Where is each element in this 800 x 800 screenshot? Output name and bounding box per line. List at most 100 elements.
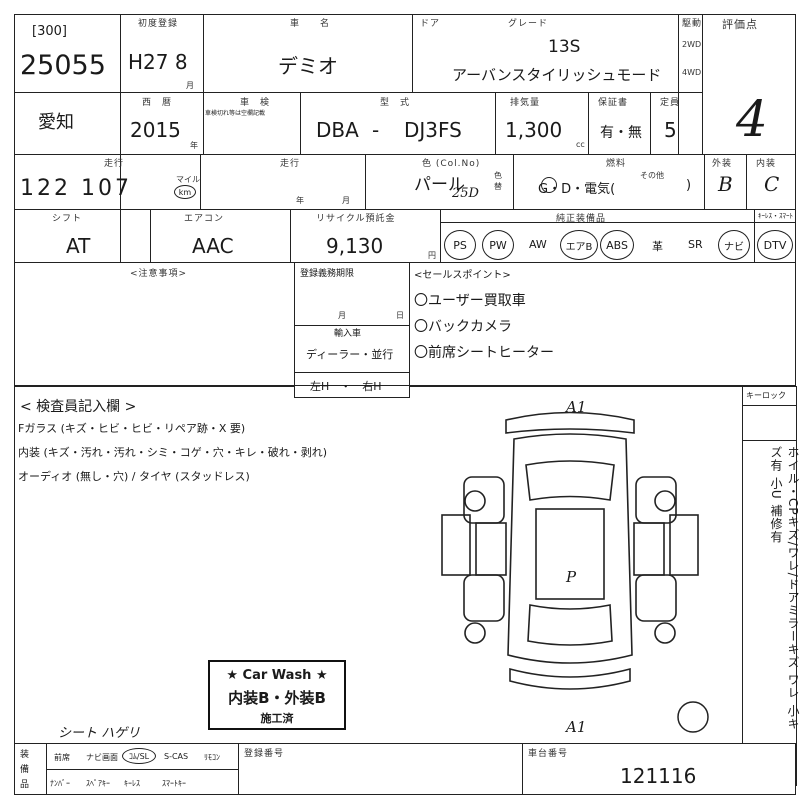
year-label: 年 bbox=[296, 196, 304, 205]
color-change-label: 色替 bbox=[494, 171, 502, 191]
fuel-other-label: その他 bbox=[640, 171, 664, 180]
month-label: 月 bbox=[342, 196, 350, 205]
footer-frame bbox=[14, 743, 796, 795]
ac-label: エアコン bbox=[184, 214, 225, 224]
inspector-line2: 内装 (キズ・汚れ・汚れ・シミ・コゲ・穴・キレ・破れ・剥れ) bbox=[18, 446, 328, 459]
footer-item: ｷｰﾚｽ bbox=[124, 779, 140, 788]
registration-label: 登録義務期限 bbox=[300, 269, 355, 279]
warranty: 有・無 bbox=[600, 125, 642, 141]
footer-item: ﾘﾓｺﾝ bbox=[204, 753, 220, 762]
score: 4 bbox=[736, 90, 768, 148]
shift-label: シフト bbox=[52, 214, 83, 224]
fuel-options: G・D・電気( bbox=[538, 182, 616, 197]
sales-point: 〇前席シートヒーター bbox=[414, 345, 554, 361]
inspection-note: 車検切れ等は空欄記載 bbox=[205, 110, 266, 117]
score-label: 評価点 bbox=[722, 18, 758, 31]
equip-dtv: DTV bbox=[757, 230, 793, 260]
cc-unit: cc bbox=[576, 140, 585, 149]
keyless-label: ｷｰﾚｽ・ｽﾏｰﾄ bbox=[758, 212, 793, 220]
recycle-label: リサイクル預託金 bbox=[316, 214, 396, 224]
displacement: 1,300 bbox=[505, 118, 563, 142]
yen-unit: 円 bbox=[428, 251, 436, 260]
grade-label: グレード bbox=[508, 19, 549, 29]
exterior-label: 外装 bbox=[712, 159, 733, 169]
month-unit: 月 bbox=[186, 81, 194, 90]
inspector-line3: オーディオ (無し・穴) / タイヤ (スタッドレス) bbox=[18, 470, 250, 483]
reg-day: 日 bbox=[396, 311, 404, 320]
car-diagram bbox=[441, 411, 699, 690]
model-year-label: 西 暦 bbox=[142, 98, 173, 108]
spare-tire-icon bbox=[677, 701, 709, 733]
caution-label: <注意事項> bbox=[130, 269, 188, 279]
equip-leather: 革 bbox=[652, 240, 663, 253]
mileage: 122 107 bbox=[20, 176, 132, 201]
car-name: デミオ bbox=[278, 54, 338, 78]
mileage-label: 走行 bbox=[104, 159, 125, 169]
equip-side-label: 装備品 bbox=[20, 750, 30, 790]
reg-month: 月 bbox=[338, 311, 346, 320]
model-prefix: DBA bbox=[316, 118, 359, 142]
interior-label: 内装 bbox=[756, 159, 777, 169]
handle-value: 左H ・ 右H bbox=[310, 380, 382, 393]
footer-item: ｽﾍﾟｱｷｰ bbox=[86, 779, 110, 788]
capacity-label: 定員 bbox=[660, 98, 681, 108]
displacement-label: 排気量 bbox=[510, 98, 541, 108]
color-no: 25D bbox=[452, 186, 479, 201]
model-label: 型 式 bbox=[380, 98, 411, 108]
equipment-label: 純正装備品 bbox=[556, 214, 607, 224]
import-label: 輸入車 bbox=[334, 329, 362, 339]
ac: AAC bbox=[192, 234, 234, 258]
car-wash-done: 施工済 bbox=[260, 712, 294, 725]
import-box bbox=[294, 262, 410, 398]
equip-aw: AW bbox=[529, 238, 547, 251]
chassis-number: 121116 bbox=[620, 764, 697, 788]
equip-abs: ABS bbox=[600, 230, 634, 260]
chassis-label: 車台番号 bbox=[528, 749, 569, 759]
first-reg-value: H27 8 bbox=[128, 50, 188, 74]
car-wash-stamp: ★ Car Wash ★ 内装B・外装B 施工済 bbox=[208, 660, 346, 730]
sales-point: 〇ユーザー買取車 bbox=[414, 293, 526, 309]
door-label: ドア bbox=[420, 19, 441, 29]
car-wash-title: ★ Car Wash ★ bbox=[226, 668, 328, 683]
model-dash: - bbox=[372, 118, 380, 142]
unit-km: km bbox=[174, 185, 196, 199]
interior-grade: C bbox=[764, 172, 780, 196]
capacity: 5 bbox=[664, 118, 677, 142]
footer-item: ﾅﾝﾊﾞｰ bbox=[50, 779, 70, 788]
inspector-title: < 検査員記入欄 > bbox=[20, 399, 137, 415]
color: パール bbox=[414, 175, 465, 195]
reg-number-label: 登録番号 bbox=[244, 749, 285, 759]
model-year-unit: 年 bbox=[190, 141, 198, 150]
grade-line2: アーバンスタイリッシュモード bbox=[452, 66, 662, 84]
exterior-grade: B bbox=[718, 172, 733, 196]
footer-item: ナビ画面 bbox=[86, 753, 118, 762]
car-name-label: 車 名 bbox=[290, 19, 331, 29]
equip-pw: PW bbox=[482, 230, 514, 260]
model-code: DJ3FS bbox=[404, 118, 462, 142]
fuel-close: ) bbox=[686, 178, 692, 193]
unit-mile: マイル bbox=[176, 175, 200, 184]
odometer-label: 走行 bbox=[280, 159, 301, 169]
hand-seat-note: シート ハゲリ bbox=[58, 726, 141, 741]
model-year: 2015 bbox=[130, 118, 181, 142]
hand-a1-bottom: A1 bbox=[566, 718, 587, 736]
warranty-label: 保証書 bbox=[598, 98, 629, 108]
region: 愛知 bbox=[38, 112, 74, 133]
equip-airbag: エアB bbox=[560, 230, 598, 260]
hand-p: P bbox=[566, 568, 577, 586]
shift: AT bbox=[66, 234, 91, 258]
drive-4wd: 4WD bbox=[682, 68, 702, 77]
side-note: ホイル・CPキズ/ワレ/ドアミラーキズ ワレ 小キズ有 小U 補修有 bbox=[769, 446, 800, 731]
recycle: 9,130 bbox=[326, 234, 384, 258]
footer-item: ｽﾏｰﾄｷｰ bbox=[162, 779, 186, 788]
sales-point: 〇バックカメラ bbox=[414, 319, 512, 335]
import-value: ディーラー・並行 bbox=[306, 348, 394, 361]
grade-line1: 13S bbox=[548, 37, 581, 57]
color-label: 色 (Col.No) bbox=[422, 159, 481, 169]
equip-navi: ナビ bbox=[718, 230, 750, 260]
drive-2wd: 2WD bbox=[682, 40, 702, 49]
fuel-label: 燃料 bbox=[606, 159, 627, 169]
car-wash-grades: 内装B・外装B bbox=[228, 689, 326, 707]
footer-item: 前席 bbox=[54, 753, 70, 762]
